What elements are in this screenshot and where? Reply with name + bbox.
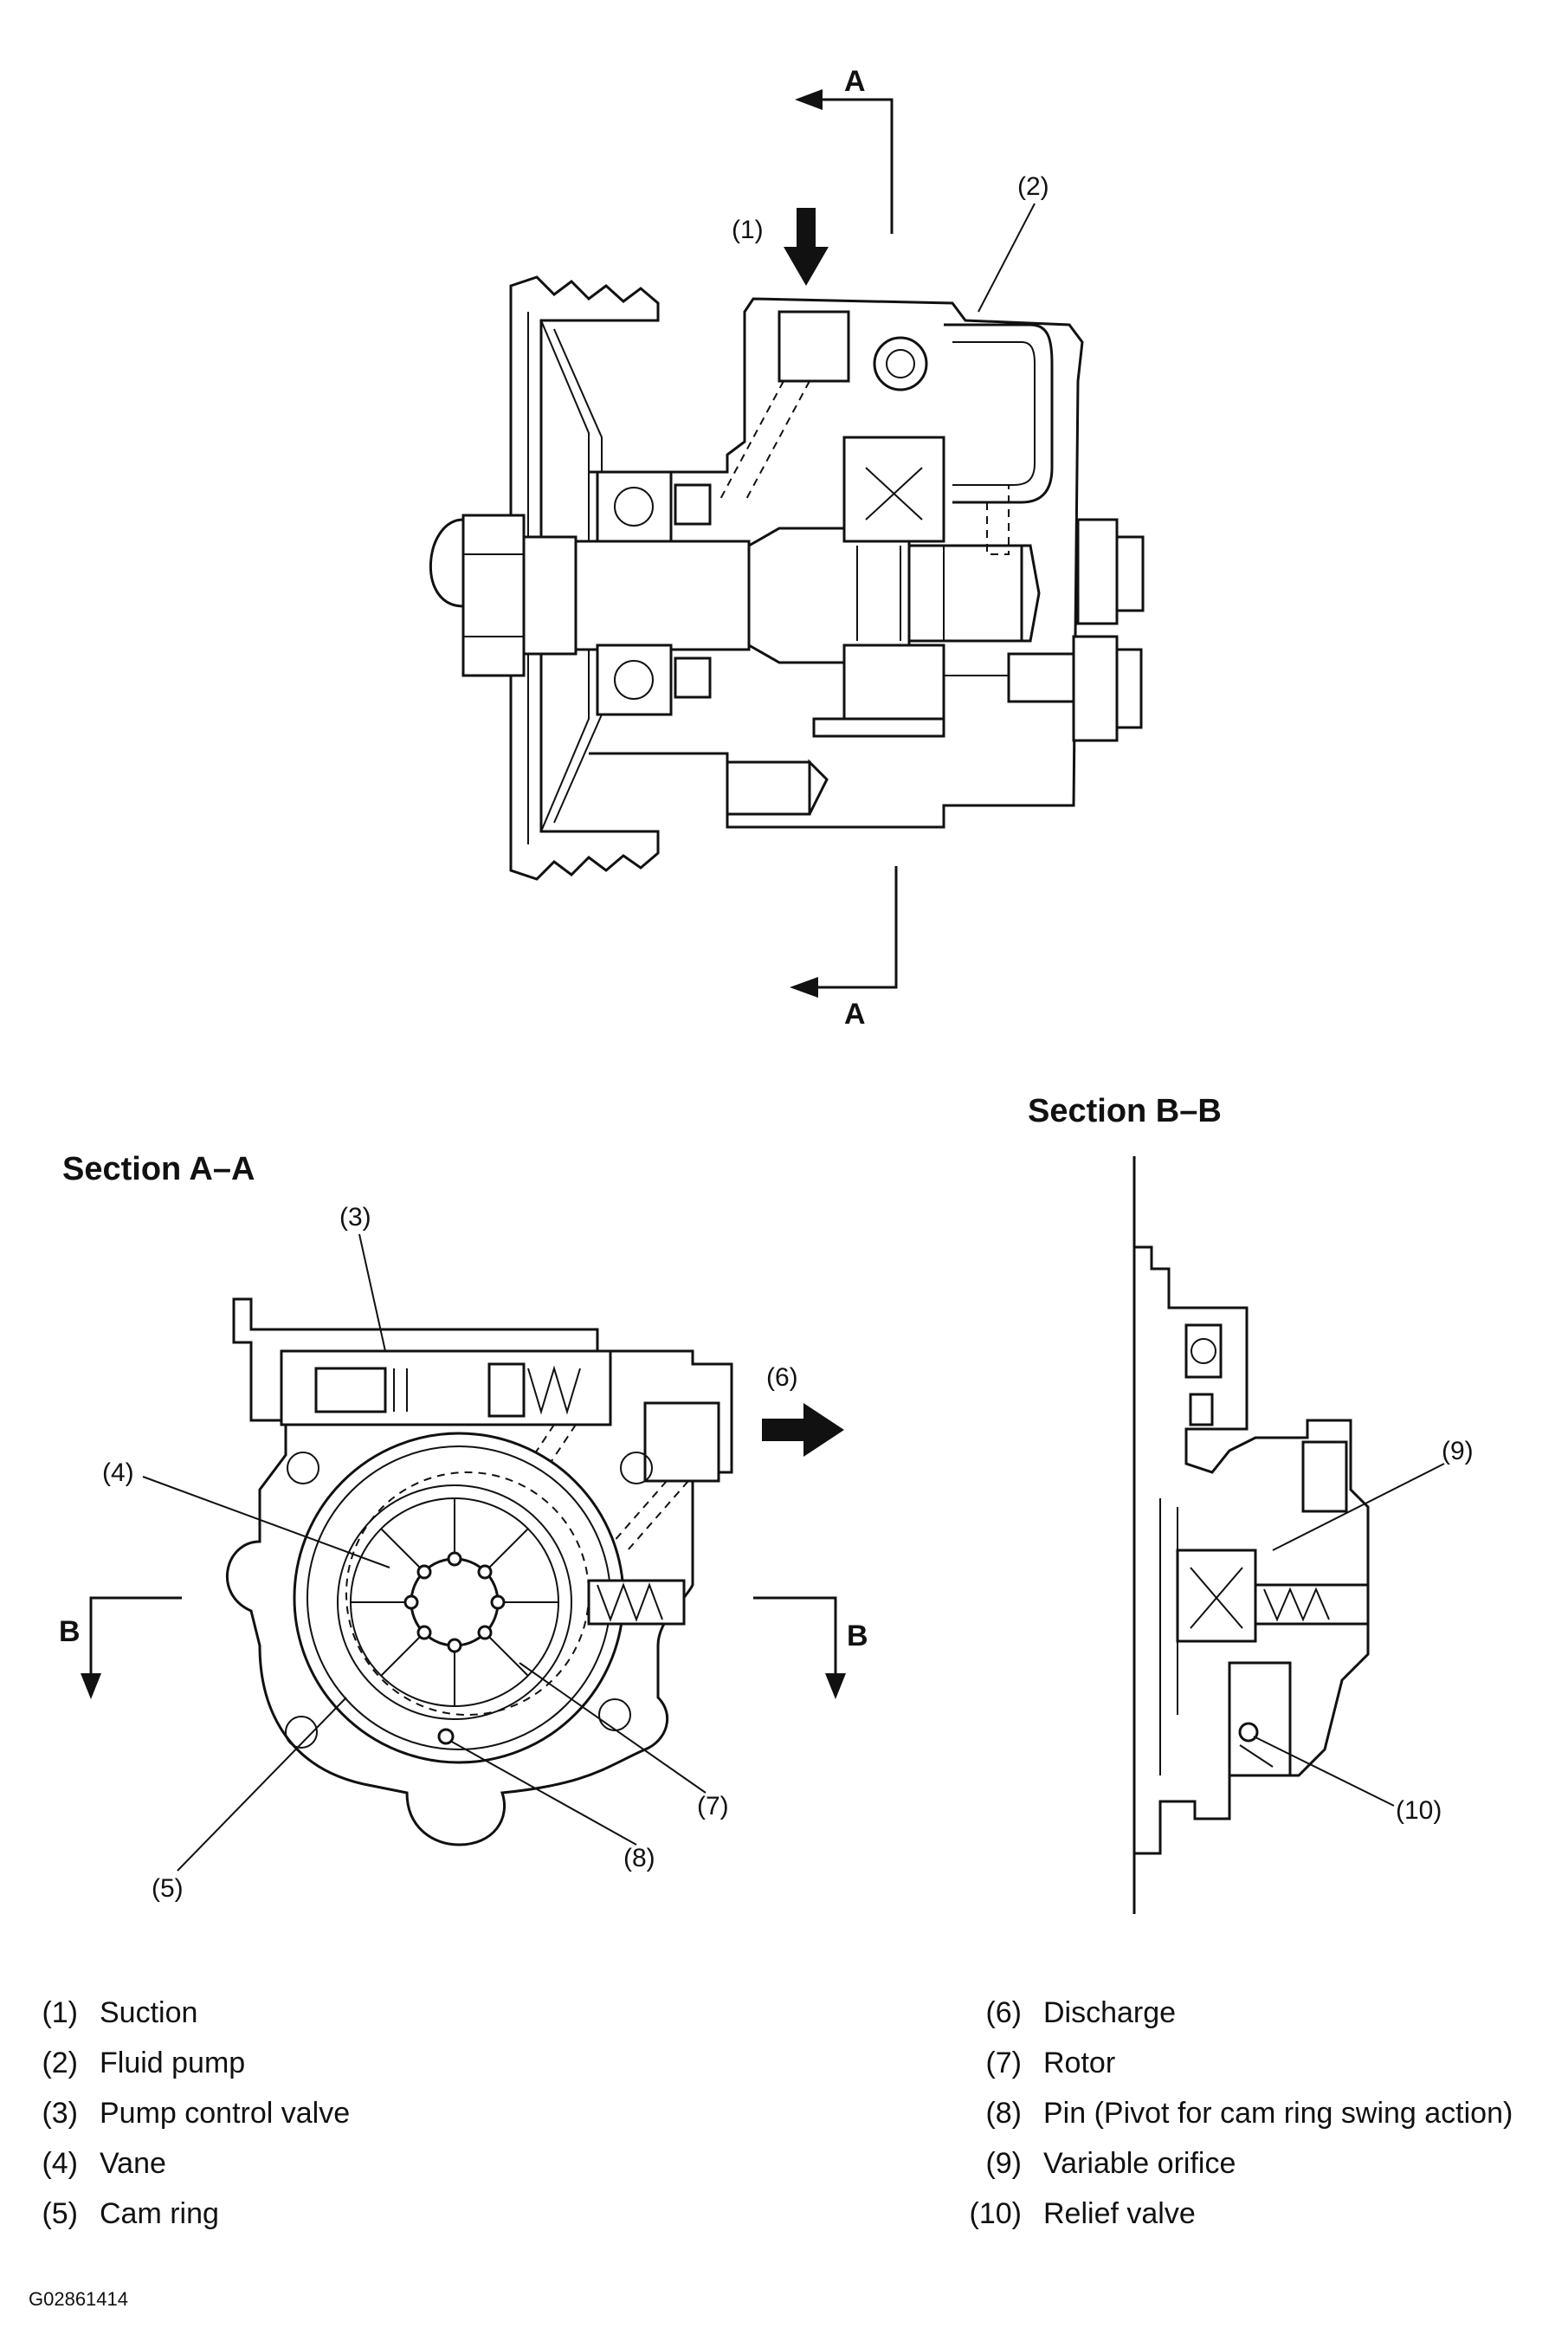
- section-line-a-top: A: [795, 65, 894, 234]
- legend-num: (5): [42, 2197, 78, 2230]
- callout-7-label: (7): [697, 1792, 729, 1820]
- legend-num: (4): [42, 2147, 78, 2180]
- callout-9-label: (9): [1442, 1437, 1474, 1465]
- section-line-a-bottom: A: [790, 866, 898, 1031]
- figure-code: G02861414: [29, 2288, 128, 2310]
- pump-side-view: A A: [429, 65, 1145, 1031]
- section-bb-title: Section B–B: [1028, 1093, 1222, 1129]
- legend-text: Rotor: [1043, 2047, 1116, 2079]
- legend-text: Cam ring: [100, 2197, 219, 2230]
- callout-3-label: (3): [339, 1203, 371, 1232]
- section-marker-a-top: A: [844, 65, 866, 98]
- callout-1-label: (1): [732, 216, 764, 244]
- legend-num: (6): [985, 1996, 1022, 2029]
- section-line-b-right: B: [753, 1596, 868, 1699]
- section-aa-view: Section A–A: [59, 1151, 868, 1903]
- callout-5-label: (5): [152, 1874, 184, 1903]
- legend-num: (3): [42, 2097, 78, 2130]
- legend-text: Pin (Pivot for cam ring swing action): [1043, 2097, 1513, 2130]
- callout-4-label: (4): [102, 1458, 134, 1487]
- callout-10-label: (10): [1396, 1796, 1442, 1825]
- shaft-nut: [429, 514, 578, 677]
- legend-num: (1): [42, 1996, 78, 2029]
- section-line-b-left: B: [59, 1596, 182, 1699]
- legend-num: (7): [985, 2047, 1022, 2079]
- legend-text: Variable orifice: [1043, 2147, 1236, 2180]
- legend-text: Fluid pump: [100, 2047, 246, 2079]
- legend-num: (2): [42, 2047, 78, 2079]
- legend-num: (10): [969, 2197, 1022, 2230]
- legend-text: Discharge: [1043, 1996, 1177, 2029]
- section-marker-b-right: B: [847, 1620, 868, 1652]
- section-bb-view: Section B–B (9) (10): [1028, 1093, 1474, 1914]
- section-marker-a-bottom: A: [844, 998, 866, 1031]
- section-aa-title: Section A–A: [62, 1151, 255, 1187]
- legend-text: Relief valve: [1043, 2197, 1196, 2230]
- pump-control-valve: [280, 1349, 612, 1491]
- callout-6-label: (6): [766, 1363, 798, 1392]
- section-marker-b-left: B: [59, 1615, 81, 1648]
- pump-shaft: [574, 527, 1041, 664]
- bearing-upper: [596, 470, 712, 543]
- legend-text: Vane: [100, 2147, 166, 2180]
- suction-arrow: (1): [732, 208, 829, 286]
- legend-num: (8): [985, 2097, 1022, 2130]
- callout-8-label: (8): [623, 1844, 655, 1872]
- rotor: [350, 1497, 559, 1707]
- legend-text: Suction: [100, 1996, 198, 2029]
- legend-num: (9): [985, 2147, 1022, 2180]
- legend-text: Pump control valve: [100, 2097, 351, 2130]
- callout-2-label: (2): [1017, 172, 1049, 201]
- pump-housing: [589, 297, 1145, 829]
- discharge-arrow: (6): [762, 1363, 844, 1457]
- pivot-pin: [437, 1728, 455, 1745]
- bearing-lower: [596, 643, 712, 716]
- callout-2: (2): [978, 172, 1049, 313]
